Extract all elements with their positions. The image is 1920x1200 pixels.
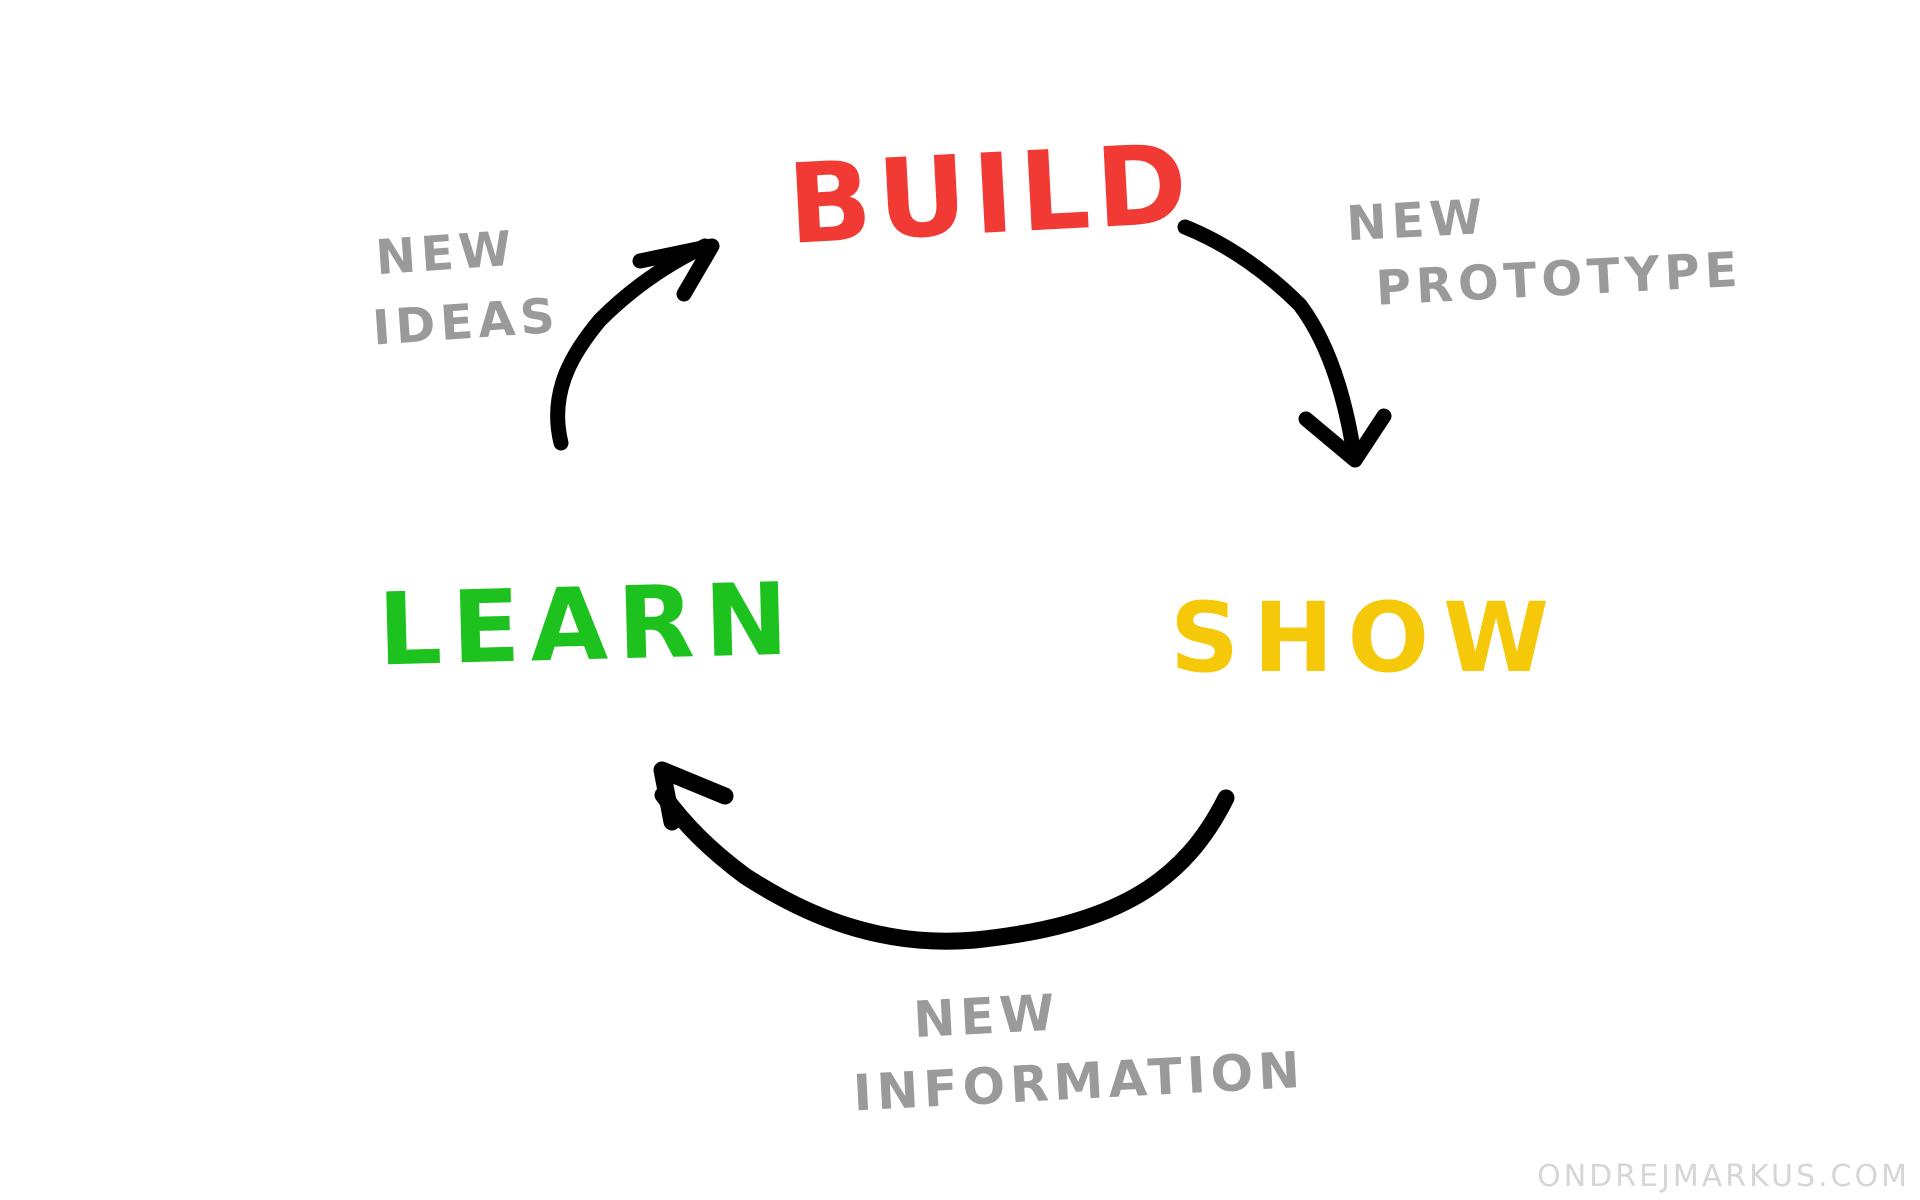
node-show-label: SHOW (1170, 582, 1563, 694)
node-show: SHOW (1170, 590, 1563, 686)
node-learn: LEARN (377, 561, 800, 689)
arrow-build-to-show (1177, 219, 1392, 468)
node-build-label: BUILD (784, 119, 1197, 269)
edge-label-line: NEW (373, 220, 519, 287)
watermark: ONDREJMARKUS.COM (1537, 1159, 1910, 1194)
edge-label-new-prototype: NEW PROTOTYPE (1345, 180, 1744, 317)
arrow-show-to-learn (653, 761, 1235, 950)
node-learn-label: LEARN (376, 560, 800, 689)
arrow-learn-to-build (550, 238, 720, 451)
edge-label-new-ideas: NEW IDEAS (370, 220, 562, 357)
edge-label-line: IDEAS (370, 287, 562, 357)
node-build: BUILD (785, 120, 1197, 269)
edge-label-new-information: NEW INFORMATION (852, 975, 1307, 1123)
